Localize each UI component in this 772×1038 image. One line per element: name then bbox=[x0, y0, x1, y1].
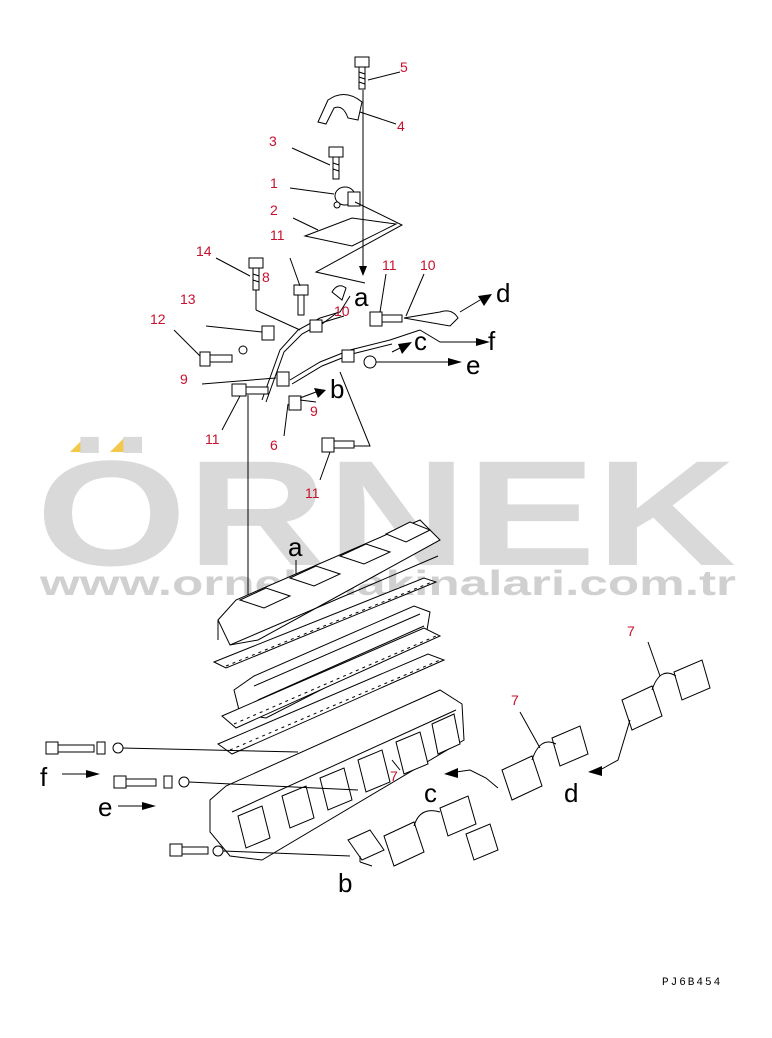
gasket-upper bbox=[212, 577, 438, 669]
watermark-dot-right bbox=[110, 438, 138, 452]
clamp-10-mid bbox=[341, 349, 355, 363]
port-5 bbox=[395, 731, 429, 775]
bolt-3 bbox=[328, 146, 344, 180]
letter-d-top: d bbox=[496, 278, 510, 308]
watermark: ÖRNEK www.ornekmakinalari.com.tr bbox=[36, 429, 737, 603]
left-bolts bbox=[45, 741, 359, 857]
callout-9-right: 9 bbox=[310, 403, 318, 419]
bracket-4 bbox=[317, 94, 363, 125]
callout-11-top: 11 bbox=[270, 227, 285, 243]
callout-14: 14 bbox=[196, 243, 212, 259]
gasket-middle bbox=[221, 627, 442, 729]
letter-d-bottom: d bbox=[564, 778, 578, 808]
plate-2 bbox=[303, 217, 398, 247]
port-2 bbox=[281, 785, 315, 829]
bolt-11-left bbox=[231, 383, 269, 397]
callout-11-left: 11 bbox=[205, 431, 220, 447]
wiring-harness bbox=[199, 257, 492, 617]
sensor-d bbox=[403, 310, 459, 327]
letter-c-top: c bbox=[414, 326, 427, 356]
port-4 bbox=[357, 749, 391, 793]
watermark-dot-left bbox=[70, 438, 98, 452]
bolt-lower bbox=[169, 843, 224, 857]
callout-numbers: 5 4 3 1 2 14 8 11 11 10 10 13 12 9 9 11 … bbox=[150, 59, 635, 784]
port-1 bbox=[237, 805, 271, 849]
heater-c bbox=[444, 725, 589, 801]
letter-a-bottom: a bbox=[288, 532, 303, 562]
letter-f-bottom: f bbox=[40, 762, 48, 792]
clamp-10-left bbox=[309, 319, 323, 333]
callout-8: 8 bbox=[262, 269, 270, 285]
letter-e-bottom: e bbox=[98, 792, 112, 822]
bolt-12 bbox=[199, 351, 233, 367]
callout-11-right: 11 bbox=[382, 257, 397, 273]
letter-b-bottom: b bbox=[338, 868, 352, 898]
letter-c-bottom: c bbox=[424, 778, 437, 808]
bolt-5 bbox=[354, 56, 370, 90]
washer-13 bbox=[238, 345, 248, 355]
connector-top bbox=[331, 285, 347, 301]
bolt-11-top bbox=[293, 284, 309, 316]
bolt-f bbox=[45, 741, 124, 755]
port-6 bbox=[431, 713, 461, 755]
callout-12: 12 bbox=[150, 311, 166, 327]
bolt-8 bbox=[248, 257, 264, 291]
letter-f-top: f bbox=[488, 326, 496, 356]
callout-3: 3 bbox=[269, 133, 277, 149]
clip-9-right bbox=[288, 395, 302, 411]
callout-1: 1 bbox=[270, 175, 278, 191]
bolt-11-right bbox=[369, 311, 403, 327]
solenoid-1 bbox=[333, 186, 361, 209]
callout-7-upper: 7 bbox=[627, 623, 635, 639]
bolt-e bbox=[113, 775, 190, 789]
callout-10-right: 10 bbox=[420, 257, 436, 273]
callout-leaders bbox=[173, 71, 425, 481]
drawing-code: PJ6B454 bbox=[662, 977, 722, 989]
callout-7-middle: 7 bbox=[511, 692, 519, 708]
letter-a-top: a bbox=[354, 282, 369, 312]
callout-6: 6 bbox=[270, 437, 278, 453]
callout-4: 4 bbox=[397, 118, 405, 134]
callout-10-left: 10 bbox=[334, 303, 350, 319]
connector-letters: a a b b c c d d e e f f bbox=[40, 278, 578, 898]
letter-b-top: b bbox=[330, 374, 344, 404]
callout-9-left: 9 bbox=[180, 371, 188, 387]
clip-9-left bbox=[276, 371, 290, 387]
heater-b bbox=[347, 795, 499, 867]
bolt-11-bottom bbox=[321, 437, 355, 453]
clip-13 bbox=[261, 325, 275, 341]
letter-e-top: e bbox=[466, 350, 480, 380]
callout-11-bottom: 11 bbox=[305, 485, 320, 501]
callout-2: 2 bbox=[270, 202, 278, 218]
heater-d bbox=[588, 659, 711, 776]
upper-assembly bbox=[303, 56, 404, 284]
manifold-upper bbox=[212, 519, 446, 755]
heater-assemblies bbox=[347, 641, 711, 867]
callout-5: 5 bbox=[400, 59, 408, 75]
callout-13: 13 bbox=[180, 291, 196, 307]
callout-7-lower: 7 bbox=[390, 768, 398, 784]
